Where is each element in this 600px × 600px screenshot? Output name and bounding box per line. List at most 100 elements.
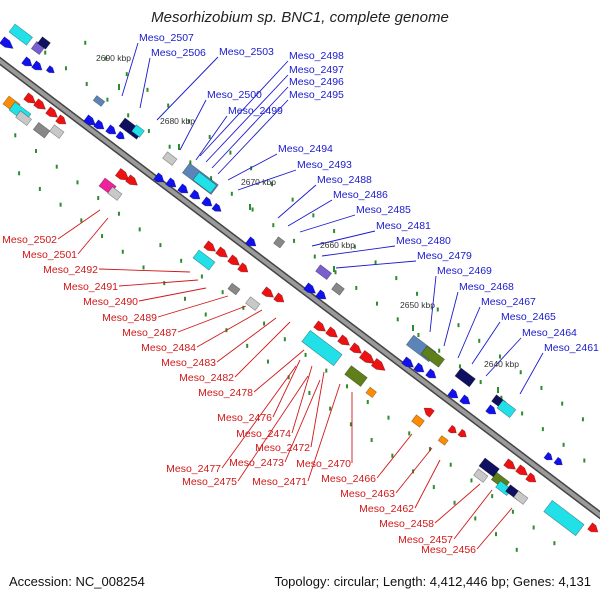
- gene-arrow-bottom: [55, 114, 67, 125]
- scale-tick-mark: [497, 387, 499, 393]
- gene-label-bottom[interactable]: Meso_2483: [161, 357, 216, 369]
- gene-label-bottom[interactable]: Meso_2471: [252, 476, 307, 488]
- gene-label-top[interactable]: Meso_2488: [317, 174, 372, 186]
- gene-label-bottom[interactable]: Meso_2474: [236, 428, 291, 440]
- gene-label-bottom[interactable]: Meso_2463: [340, 488, 395, 500]
- track-dot: [180, 258, 183, 263]
- track-dot: [44, 50, 47, 55]
- track-dot: [263, 321, 266, 326]
- gene-label-bottom[interactable]: Meso_2487: [122, 327, 177, 339]
- track-dot: [97, 196, 100, 201]
- gene-label-top[interactable]: Meso_2507: [139, 32, 194, 44]
- gene-label-top[interactable]: Meso_2486: [333, 189, 388, 201]
- track-dot: [85, 81, 88, 86]
- gene-label-bottom[interactable]: Meso_2492: [43, 264, 98, 276]
- gene-label-bottom[interactable]: Meso_2490: [83, 296, 138, 308]
- gene-arrow-top: [459, 394, 471, 405]
- track-dot: [519, 370, 522, 375]
- gene-label-bottom[interactable]: Meso_2458: [379, 518, 434, 530]
- gene-label-bottom[interactable]: Meso_2473: [229, 457, 284, 469]
- gene-label-top[interactable]: Meso_2497: [289, 64, 344, 76]
- gene-label-bottom[interactable]: Meso_2462: [359, 503, 414, 515]
- genome-summary-label: Topology: circular; Length: 4,412,446 bp…: [274, 574, 591, 589]
- gene-label-top[interactable]: Meso_2494: [278, 143, 333, 155]
- leader-line-top: [485, 337, 522, 377]
- track-dot: [449, 462, 452, 467]
- gene-label-top[interactable]: Meso_2461: [544, 342, 599, 354]
- gene-label-bottom[interactable]: Meso_2489: [102, 312, 157, 324]
- track-dot: [432, 485, 435, 490]
- track-dot: [562, 442, 565, 447]
- track-dot: [329, 406, 332, 411]
- gene-box-top: [131, 124, 145, 138]
- gene-label-bottom[interactable]: Meso_2502: [2, 234, 57, 246]
- gene-label-top[interactable]: Meso_2468: [459, 281, 514, 293]
- scale-tick-mark: [412, 325, 414, 331]
- track-dot: [101, 234, 104, 239]
- gene-label-top[interactable]: Meso_2480: [396, 235, 451, 247]
- gene-label-bottom[interactable]: Meso_2501: [22, 249, 77, 261]
- gene-label-top[interactable]: Meso_2485: [356, 204, 411, 216]
- gene-arrow-bottom: [515, 464, 529, 476]
- track-dot: [246, 343, 249, 348]
- gene-label-bottom[interactable]: Meso_2482: [179, 372, 234, 384]
- gene-label-bottom[interactable]: Meso_2477: [166, 463, 221, 475]
- gene-label-top[interactable]: Meso_2499: [228, 105, 283, 117]
- track-dot: [500, 395, 503, 400]
- track-dot: [370, 438, 373, 443]
- gene-label-top[interactable]: Meso_2503: [219, 46, 274, 58]
- gene-arrow-top: [201, 196, 213, 207]
- gene-label-bottom[interactable]: Meso_2475: [182, 476, 237, 488]
- leader-line-top: [321, 245, 396, 257]
- gene-label-bottom[interactable]: Meso_2457: [398, 534, 453, 546]
- track-dot: [458, 364, 461, 369]
- gene-label-top[interactable]: Meso_2506: [151, 47, 206, 59]
- gene-label-top[interactable]: Meso_2469: [437, 265, 492, 277]
- leader-line-top: [227, 153, 278, 181]
- track-dot: [208, 134, 211, 139]
- gene-arrow-top: [189, 189, 201, 200]
- gene-label-top[interactable]: Meso_2467: [481, 296, 536, 308]
- gene-label-top[interactable]: Meso_2496: [289, 76, 344, 88]
- gene-arrow-bottom: [349, 342, 363, 354]
- gene-label-bottom[interactable]: Meso_2472: [255, 442, 310, 454]
- track-dot: [272, 223, 275, 228]
- track-dot: [438, 348, 441, 353]
- gene-label-bottom[interactable]: Meso_2476: [217, 412, 272, 424]
- gene-label-top[interactable]: Meso_2500: [207, 89, 262, 101]
- track-dot: [583, 458, 586, 463]
- gene-arrow-bottom: [457, 428, 467, 438]
- gene-label-top[interactable]: Meso_2479: [417, 250, 472, 262]
- gene-arrow-top: [83, 114, 97, 126]
- gene-arrow-bottom: [261, 286, 275, 298]
- gene-box-top: [315, 264, 332, 281]
- gene-label-top[interactable]: Meso_2495: [289, 89, 344, 101]
- gene-box-bottom: [15, 110, 32, 127]
- gene-label-bottom[interactable]: Meso_2466: [321, 473, 376, 485]
- gene-arrow-bottom: [114, 167, 130, 181]
- gene-box-top: [192, 171, 217, 194]
- gene-arrow-top: [543, 451, 553, 461]
- leader-line-bottom: [237, 375, 309, 482]
- leader-line-bottom: [234, 321, 291, 378]
- gene-label-top[interactable]: Meso_2493: [297, 159, 352, 171]
- gene-arrow-top: [447, 388, 459, 399]
- leader-line-top: [195, 115, 228, 161]
- gene-label-top[interactable]: Meso_2481: [376, 220, 431, 232]
- track-dot: [474, 516, 477, 521]
- gene-label-bottom[interactable]: Meso_2456: [421, 544, 476, 556]
- track-dot: [396, 317, 399, 322]
- gene-label-bottom[interactable]: Meso_2478: [198, 387, 253, 399]
- gene-label-top[interactable]: Meso_2465: [501, 311, 556, 323]
- leader-line-bottom: [291, 365, 313, 434]
- gene-label-top[interactable]: Meso_2464: [522, 327, 577, 339]
- gene-arrow-top: [31, 60, 43, 71]
- track-dot: [105, 56, 108, 61]
- gene-arrow-top: [315, 289, 327, 300]
- gene-box-bottom: [365, 386, 377, 399]
- gene-label-bottom[interactable]: Meso_2470: [296, 458, 351, 470]
- gene-label-top[interactable]: Meso_2498: [289, 50, 344, 62]
- gene-label-bottom[interactable]: Meso_2491: [63, 281, 118, 293]
- gene-label-bottom[interactable]: Meso_2484: [141, 342, 196, 354]
- track-dot: [304, 352, 307, 357]
